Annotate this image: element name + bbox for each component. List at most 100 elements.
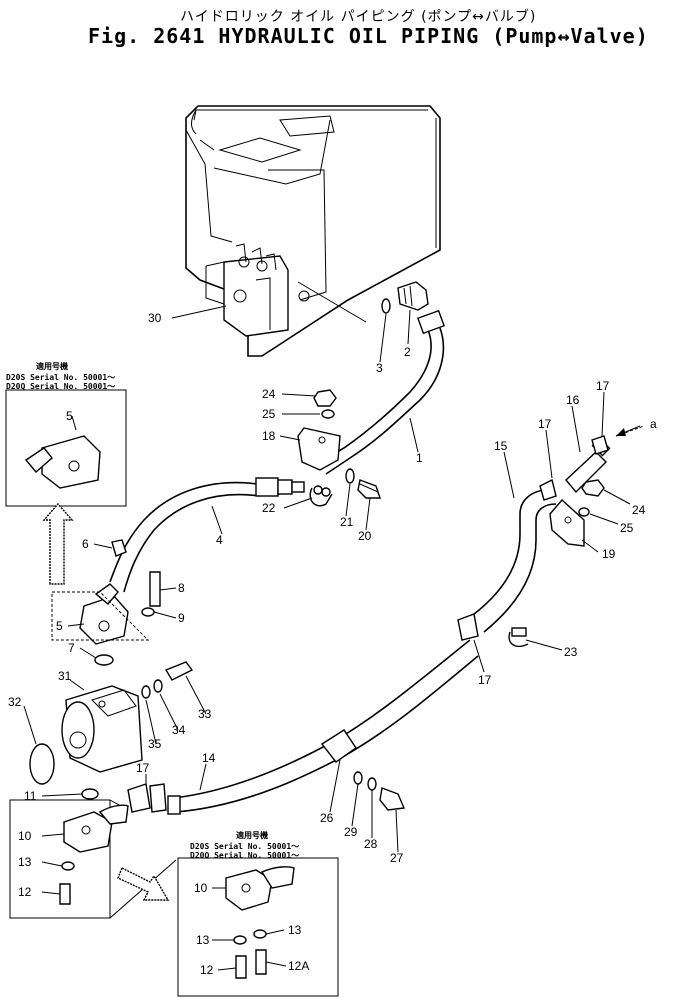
nut-24-right <box>581 479 605 497</box>
clamp-22 <box>309 485 333 507</box>
flange-5-inset <box>24 435 101 489</box>
o-ring-11 <box>81 788 99 800</box>
inset-heading: 適用号機 <box>236 830 268 840</box>
callout-17: 17 <box>538 417 552 431</box>
page-title: Fig. 2641 HYDRAULIC OIL PIPING (Pump↔Val… <box>88 24 649 48</box>
inset-serial-line: D20S Serial No. 50001～ <box>6 372 115 382</box>
callout-28: 28 <box>364 837 378 851</box>
callout-12: 12 <box>18 885 32 899</box>
callout-33: 33 <box>198 707 212 721</box>
inset-box-top-left <box>5 389 127 507</box>
callout-20: 20 <box>358 529 372 543</box>
callout-21: 21 <box>340 515 354 529</box>
inset-serial-line: D20Q Serial No. 50001～ <box>6 381 115 391</box>
o-ring-3 <box>381 298 391 314</box>
elbow-fitting-2 <box>397 281 429 311</box>
callout-24: 24 <box>262 387 276 401</box>
callout-25: 25 <box>620 521 634 535</box>
flange-10 <box>63 804 129 853</box>
flange-10-inset <box>225 866 295 911</box>
callout-12: 12 <box>200 963 214 977</box>
clamp-23 <box>508 627 529 648</box>
callout-17: 17 <box>136 761 150 775</box>
bracket-18 <box>297 427 341 471</box>
hydraulic-pump-31 <box>61 685 143 773</box>
bolt-33 <box>164 661 194 681</box>
callout-8: 8 <box>178 581 185 595</box>
bolt-12-inset <box>235 955 247 979</box>
exploded-box-bottom-left <box>9 799 111 919</box>
inset-box-bottom-right <box>177 857 339 997</box>
oil-pipe-1 <box>319 309 445 475</box>
o-ring-32 <box>29 743 55 785</box>
callout-31: 31 <box>58 669 72 683</box>
callout-10: 10 <box>194 881 208 895</box>
callout-11: 11 <box>24 789 37 803</box>
washer-29 <box>353 771 363 785</box>
callout-12A: 12A <box>288 959 309 973</box>
callout-13: 13 <box>18 855 32 869</box>
inset-serial-line: D20S Serial No. 50001～ <box>190 841 299 851</box>
callout-leaders <box>23 305 641 971</box>
bracket-19 <box>549 498 585 547</box>
bolt-8 <box>149 571 161 607</box>
leader-line <box>297 281 367 323</box>
washer-13 <box>61 861 75 871</box>
callout-22: 22 <box>262 501 276 515</box>
washer-9 <box>141 607 155 617</box>
washer-25-right <box>578 507 590 517</box>
o-ring-7 <box>94 654 114 666</box>
pipe-14 <box>167 639 479 815</box>
callout-1: 1 <box>416 451 423 465</box>
inset-heading: 適用号機 <box>36 361 68 371</box>
callout-7: 7 <box>68 641 75 655</box>
bolt-27 <box>379 787 406 811</box>
bolt-20 <box>357 479 381 499</box>
hose-4 <box>109 477 305 593</box>
callout-15: 15 <box>494 439 508 453</box>
callout-13: 13 <box>288 923 302 937</box>
direction-arrow-up <box>42 502 74 585</box>
callout-29: 29 <box>344 825 358 839</box>
clamp-17-b <box>457 613 479 641</box>
callout-14: 14 <box>202 751 216 765</box>
washer-35 <box>141 685 151 699</box>
nut-24 <box>313 389 337 407</box>
washer-13-inset-a <box>233 935 247 945</box>
callout-25: 25 <box>262 407 276 421</box>
callout-10: 10 <box>18 829 32 843</box>
washer-28 <box>367 777 377 791</box>
callout-17: 17 <box>596 379 610 393</box>
callout-3: 3 <box>376 361 383 375</box>
callout-13: 13 <box>196 933 210 947</box>
callout-17: 17 <box>478 673 492 687</box>
callout-5: 5 <box>66 409 73 423</box>
callout-16: 16 <box>566 393 580 407</box>
callout-18: 18 <box>262 429 276 443</box>
callout-6: 6 <box>82 537 89 551</box>
callout-2: 2 <box>404 345 411 359</box>
bolt-12A-inset <box>255 949 267 975</box>
washer-25 <box>321 409 335 419</box>
washer-13-inset-b <box>253 929 267 939</box>
callout-5: 5 <box>56 619 63 633</box>
control-valve <box>205 243 310 337</box>
clamp-26 <box>320 729 357 763</box>
hydraulic-tank-frame <box>185 105 441 357</box>
callout-26: 26 <box>320 811 334 825</box>
callout-23: 23 <box>564 645 578 659</box>
page-title-japanese: ハイドロリック オイル パイピング (ポンプ↔バルブ) <box>180 9 537 25</box>
callout-24: 24 <box>632 503 646 517</box>
callout-27: 27 <box>390 851 404 865</box>
elbow-flange-5 <box>79 583 129 645</box>
callout-labels: 30 2 3 1 24 25 18 22 21 20 4 6 8 9 5 7 5… <box>8 311 657 977</box>
pipe-15 <box>465 489 557 633</box>
callout-a: a <box>650 417 657 431</box>
clamp-17-c <box>127 783 167 813</box>
clamp-17-d <box>591 435 609 455</box>
fitting-6 <box>111 539 127 557</box>
callout-35: 35 <box>148 737 162 751</box>
clamp-17-a <box>539 478 557 501</box>
callout-32: 32 <box>8 695 22 709</box>
callout-19: 19 <box>602 547 616 561</box>
